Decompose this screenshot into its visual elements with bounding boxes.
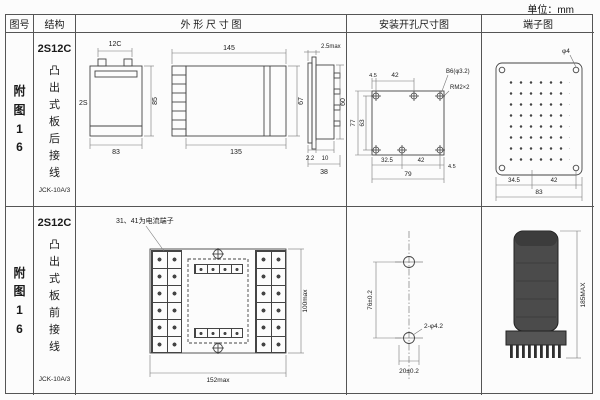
dim-body-height: 100max: [302, 289, 309, 313]
header-terminal-label: 端子图: [523, 20, 553, 31]
dim-mount-height-inner: 63: [359, 119, 366, 127]
mounting-dims: [355, 74, 450, 183]
dim-side-body: 135: [230, 149, 242, 156]
dim-mount-bottom-seg1: 32.5: [381, 158, 393, 164]
right-terminal-strip: [255, 250, 286, 353]
dim-mount-height-total: 77: [350, 119, 357, 127]
row2-terminal-cell: 185MAX: [482, 207, 594, 395]
dim-front-height: 85: [152, 97, 159, 105]
outline-drawing-rear-wiring: 12C 2S 83 85 145: [79, 41, 347, 176]
bottom-terminal-row: [194, 328, 243, 338]
silhouette-dims: [560, 230, 581, 359]
dim-panel-thickness: 2.5max: [321, 44, 341, 50]
dim-body-width: 152max: [206, 377, 230, 384]
header-outline: 外 形 尺 寸 图: [76, 15, 347, 33]
unit-label: 单位：mm: [527, 5, 574, 16]
terminal-plate: [495, 62, 583, 176]
header-structure-label: 结构: [44, 20, 65, 31]
dim-front-top: 12C: [109, 41, 122, 48]
dim-hole-spec: 2-φ4.2: [424, 323, 443, 330]
top-terminal-row: [194, 264, 243, 274]
dim-front-width: 83: [112, 149, 120, 156]
front-wiring-dims: [145, 225, 304, 377]
front-view-dims: [89, 48, 154, 149]
dim-panel-d2: 10: [322, 156, 329, 162]
terminal-pin-grid: [506, 77, 570, 163]
side-view-dims: [171, 49, 300, 149]
note-screw-spec: RM2×2: [450, 85, 470, 91]
row1-outline-cell: 12C 2S 83 85 145: [76, 33, 347, 207]
header-fig-no: 图号: [6, 15, 34, 33]
row2-product-code: JCK-10A/3: [38, 376, 71, 383]
mounting-hole-drawing-front: 76±0.2 2-φ4.2 20±0.2: [367, 231, 443, 379]
panel-profile-view: [307, 56, 341, 150]
dim-terminal-seg1: 34.5: [508, 178, 520, 184]
dim-hole-pitch: 76±0.2: [367, 290, 374, 310]
dim-panel-depth: 38: [320, 169, 328, 176]
row1-fig-no-label: 附图16: [13, 84, 26, 155]
dim-slot-length: 20±0.2: [399, 368, 419, 375]
dim-mount-top-offset: 4.5: [369, 73, 377, 79]
mounting-hole-drawing-rear: 4.5 42 B6(φ3.2) RM2×2 77 63 32.5 42 4.5 …: [350, 69, 470, 183]
row1-product-code: JCK-10A/3: [38, 187, 71, 194]
dim-terminal-total: 83: [535, 189, 543, 196]
dim-panel-height: 60: [340, 98, 347, 106]
relay-silhouette-drawing: 185MAX: [505, 230, 587, 359]
dim-mount-bottom-seg2: 42: [418, 158, 425, 164]
header-mounting-label: 安装开孔尺寸图: [379, 20, 449, 31]
relay-front-view: [89, 58, 143, 137]
panel-profile-dims: [304, 50, 344, 167]
header-mounting: 安装开孔尺寸图: [347, 15, 482, 33]
row1-fig-no: 附图16: [6, 33, 34, 207]
row1-model: 2S12C: [37, 43, 72, 55]
dim-mount-top-span: 42: [391, 72, 399, 79]
dim-relay-height: 185MAX: [580, 282, 587, 308]
row2-structure-desc: 凸出式板前接线: [49, 239, 60, 354]
dim-side-height: 67: [298, 97, 305, 105]
outline-drawing-front-wiring: 31、41为电流端子 100max 152max: [116, 216, 309, 384]
row2-structure: 2S12C 凸出式板前接线 JCK-10A/3: [34, 207, 76, 395]
left-terminal-strip: [151, 250, 182, 353]
row2-fig-no-label: 附图16: [13, 265, 26, 336]
note-hole-spec: B6(φ3.2): [446, 69, 470, 75]
dim-front-left: 2S: [79, 100, 88, 107]
row1-structure: 2S12C 凸出式板后接线 JCK-10A/3: [34, 33, 76, 207]
row2-model: 2S12C: [37, 217, 72, 229]
dimension-table: 图号 结构 外 形 尺 寸 图 安装开孔尺寸图 端子图 附图16 2S12C 凸…: [5, 14, 594, 395]
terminal-dims: [495, 54, 583, 201]
dim-side-total: 145: [223, 45, 235, 52]
dim-mount-bottom-total: 79: [404, 171, 412, 178]
cutout-outline: [371, 90, 445, 156]
row2-outline-cell: 31、41为电流端子 100max 152max: [76, 207, 347, 395]
row1-mounting-cell: 4.5 42 B6(φ3.2) RM2×2 77 63 32.5 42 4.5 …: [347, 33, 482, 207]
dim-terminal-hole-dia: φ4: [562, 48, 570, 55]
row1-terminal-cell: φ4 34.5 42 83: [482, 33, 594, 207]
relay-side-view: [171, 65, 287, 137]
mounting-holes: [371, 91, 445, 155]
panel-hole-dims: [373, 261, 423, 365]
dim-panel-d1: 2.2: [306, 156, 315, 162]
dim-terminal-seg2: 42: [551, 178, 558, 184]
dim-mount-bottom-offset: 4.5: [448, 164, 456, 170]
header-outline-label: 外 形 尺 寸 图: [180, 20, 242, 31]
note-current-terminals: 31、41为电流端子: [116, 216, 174, 225]
terminal-plate-drawing: φ4 34.5 42 83: [495, 48, 583, 201]
header-fig-no-label: 图号: [9, 20, 30, 31]
front-wiring-body: [149, 248, 287, 354]
header-terminal: 端子图: [482, 15, 594, 33]
relay-silhouette: [505, 230, 567, 358]
row2-mounting-cell: 76±0.2 2-φ4.2 20±0.2: [347, 207, 482, 395]
header-structure: 结构: [34, 15, 76, 33]
row1-structure-desc: 凸出式板后接线: [49, 65, 60, 180]
row2-fig-no: 附图16: [6, 207, 34, 395]
